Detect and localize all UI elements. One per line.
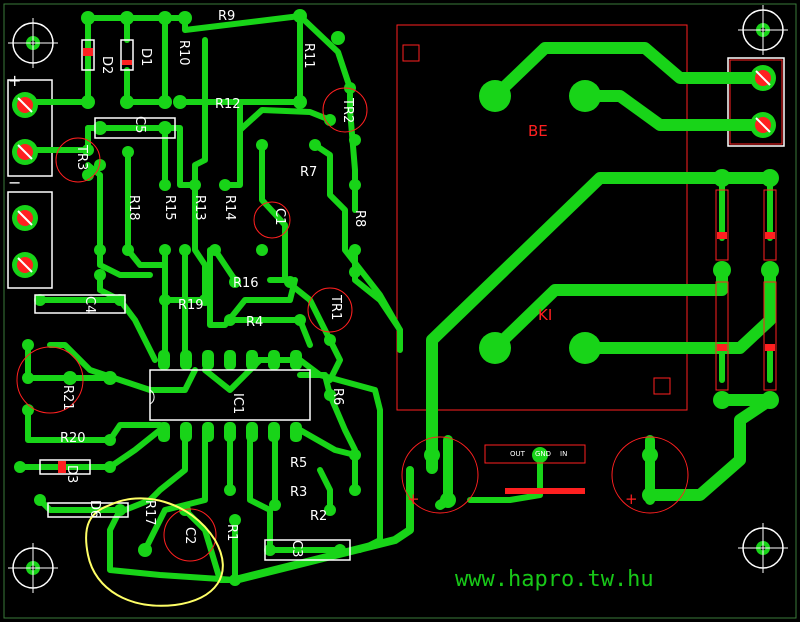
label-r3: R3 — [290, 485, 307, 500]
label-r21: R21 — [60, 385, 75, 411]
label-d3: D3 — [64, 465, 79, 483]
label-c4: C4 — [82, 296, 97, 313]
label-c3: C3 — [289, 540, 304, 557]
mounting-hole-bl — [8, 543, 58, 593]
label-r19: R19 — [178, 298, 204, 313]
pads — [14, 9, 779, 586]
label-ki: KI — [538, 306, 552, 324]
label-d6: D6 — [87, 500, 102, 518]
label-r5: R5 — [290, 456, 307, 471]
label-r10: R10 — [176, 40, 191, 66]
label-r6: R6 — [330, 388, 345, 405]
label-ic1: IC1 — [230, 393, 245, 414]
label-tr1: TR1 — [328, 294, 343, 320]
label-r12: R12 — [215, 97, 241, 112]
label-reg-gnd: GND — [535, 450, 551, 458]
label-r11: R11 — [301, 43, 316, 69]
label-r18: R18 — [126, 195, 141, 221]
label-r2: R2 — [310, 509, 327, 524]
label-cap-plus-right: + — [625, 490, 638, 508]
label-url: www.hapro.tw.hu — [455, 567, 654, 592]
label-be: BE — [528, 122, 548, 140]
screw-terminals — [12, 65, 776, 278]
label-r16: R16 — [233, 276, 259, 291]
screw-terminal-4 — [12, 252, 38, 278]
label-c5: C5 — [132, 116, 147, 133]
label-r8: R8 — [352, 210, 367, 227]
screw-terminal-6 — [750, 112, 776, 138]
screw-terminal-3 — [12, 205, 38, 231]
screw-terminal-1 — [12, 92, 38, 118]
screw-terminal-5 — [750, 65, 776, 91]
label-c1: C1 — [272, 208, 287, 225]
terminal-block-right — [727, 57, 785, 147]
label-r14: R14 — [222, 195, 237, 221]
label-r15: R15 — [162, 195, 177, 221]
label-c2: C2 — [182, 527, 197, 544]
silkscreen-labels: R9 R11 R10 D1 D2 R12 C5 TR3 TR2 R7 R8 R1… — [8, 9, 654, 592]
component-outlines — [16, 39, 777, 562]
label-d1: D1 — [138, 48, 153, 66]
label-reg-out: OUT — [510, 450, 526, 458]
terminal-block-left — [7, 79, 53, 289]
label-d2: D2 — [99, 56, 114, 74]
label-reg-in: IN — [560, 450, 567, 458]
mounting-hole-tr — [738, 5, 788, 55]
label-r13: R13 — [192, 195, 207, 221]
label-r4: R4 — [246, 315, 263, 330]
label-r17: R17 — [142, 500, 157, 526]
label-r20: R20 — [60, 431, 86, 446]
label-tr2: TR2 — [340, 97, 355, 123]
highlight-marker — [85, 497, 224, 607]
label-r1: R1 — [224, 524, 239, 541]
label-r9: R9 — [218, 9, 235, 24]
mounting-hole-tl — [8, 18, 58, 68]
screw-terminal-2 — [12, 139, 38, 165]
mounting-hole-br — [738, 523, 788, 573]
board-edge — [3, 3, 797, 619]
label-tr3: TR3 — [74, 144, 89, 170]
label-plus: + — [8, 71, 21, 90]
relay-outline — [396, 24, 688, 411]
label-cap-plus-left: + — [407, 490, 420, 508]
label-minus: − — [8, 173, 21, 192]
mounting-holes — [8, 5, 788, 593]
label-r7: R7 — [300, 165, 317, 180]
